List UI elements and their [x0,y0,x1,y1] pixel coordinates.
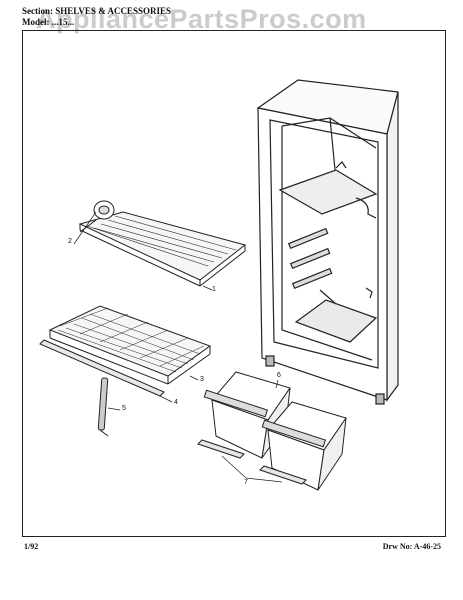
callout-6: 6 [277,372,281,379]
crisper-drawer-right [261,401,347,491]
model-label: Model: ...15... [22,17,75,27]
callout-7: 7 [244,479,248,486]
callout-leaders [73,211,283,483]
drain-tube [97,377,109,437]
callout-5: 5 [122,405,126,412]
callout-2: 2 [68,238,72,245]
revision-date: 1/92 [24,542,39,551]
section-title: Section: SHELVES & ACCESSORIES [22,6,171,16]
diagram-frame [22,30,446,537]
drawer-rails [197,439,307,485]
shelf-front-rail [39,339,165,397]
refrigerator-cabinet [256,79,399,405]
callout-1: 1 [212,286,216,293]
callout-3: 3 [200,376,204,383]
shelf-clip [79,200,115,233]
lower-wire-shelf [48,305,212,385]
callout-4: 4 [174,399,178,406]
drawing-number: Drw No: A-46-25 [382,542,441,551]
upper-wire-shelf [78,211,247,287]
watermark: AppliancePartsPros.com [36,4,367,34]
